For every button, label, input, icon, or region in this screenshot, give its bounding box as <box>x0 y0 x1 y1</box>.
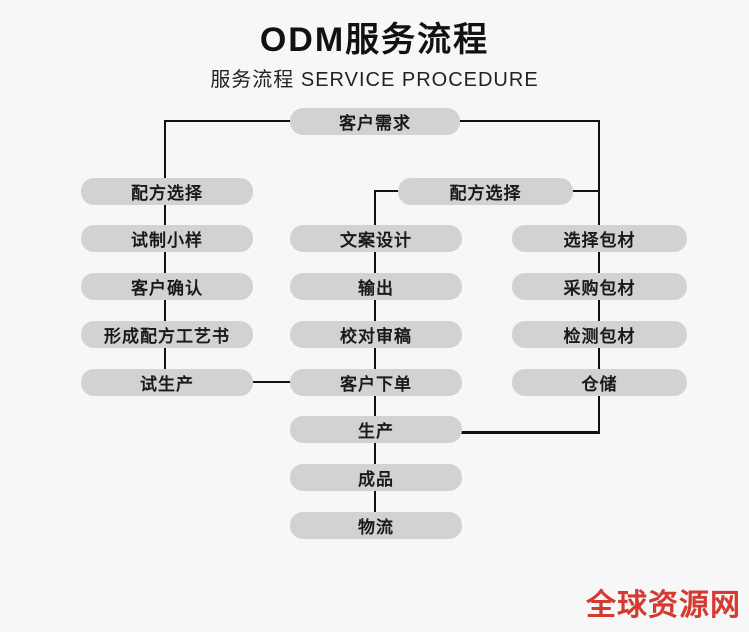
flow-node-production: 生产 <box>290 416 462 443</box>
page-title: ODM服务流程 <box>259 21 490 59</box>
flow-node-formula-select-left: 配方选择 <box>81 178 253 205</box>
flow-node-test-packaging: 检测包材 <box>512 321 687 348</box>
flow-node-warehousing: 仓储 <box>512 369 687 396</box>
flow-node-purchase-packaging: 采购包材 <box>512 273 687 300</box>
watermark-logo-text: 全球资源网 <box>586 589 741 622</box>
flow-node-finished-product: 成品 <box>290 464 462 491</box>
flow-node-trial-production: 试生产 <box>81 369 253 396</box>
flow-node-customer-order: 客户下单 <box>290 369 462 396</box>
connector-trialproduction-order-horizontal <box>252 381 292 383</box>
connector-formula-mid-left-horizontal <box>374 190 400 192</box>
flow-node-trial-sample: 试制小样 <box>81 225 253 252</box>
connector-top-left-horizontal <box>165 120 291 122</box>
flow-node-output: 输出 <box>290 273 462 300</box>
flow-node-customer-confirm: 客户确认 <box>81 273 253 300</box>
connector-middle-column-vertical <box>374 190 376 526</box>
connector-production-right-horizontal <box>460 431 600 434</box>
connector-top-right-horizontal <box>459 120 600 122</box>
flow-node-proofreading: 校对审稿 <box>290 321 462 348</box>
connector-left-column-vertical <box>164 120 166 384</box>
connector-formula-mid-right-horizontal <box>571 190 600 192</box>
page-subtitle: 服务流程 SERVICE PROCEDURE <box>210 69 539 91</box>
flow-node-formula-select-mid: 配方选择 <box>398 178 573 205</box>
flow-node-copy-design: 文案设计 <box>290 225 462 252</box>
flow-node-customer-demand: 客户需求 <box>290 108 460 135</box>
flow-node-formula-process-doc: 形成配方工艺书 <box>81 321 253 348</box>
flow-node-logistics: 物流 <box>290 512 462 539</box>
flow-node-select-packaging: 选择包材 <box>512 225 687 252</box>
